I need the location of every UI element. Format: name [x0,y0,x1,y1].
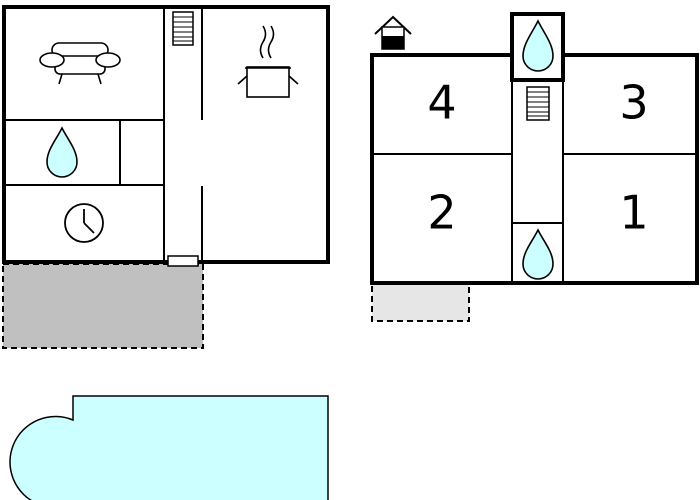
upper-floor: 4 3 2 1 [370,12,699,322]
room-number-2: 2 [427,186,456,240]
water-drop-icon [46,126,78,178]
room-number-4: 4 [427,76,456,130]
stairs-icon [526,86,550,121]
upper-floor-house-icon [374,15,412,50]
swimming-pool [9,395,329,500]
room-number-1: 1 [619,186,648,240]
cooking-pot-icon [237,25,299,98]
ground-floor-outline [2,5,330,264]
balcony [371,283,470,322]
room-number-3: 3 [619,76,648,130]
water-drop-icon [522,19,554,72]
entrance-door [167,255,199,267]
water-drop-icon [522,228,554,280]
stairs-icon [172,11,194,46]
sofa-icon [39,42,121,85]
terrace [2,263,204,349]
ground-floor [2,5,330,349]
clock-icon [64,203,104,243]
